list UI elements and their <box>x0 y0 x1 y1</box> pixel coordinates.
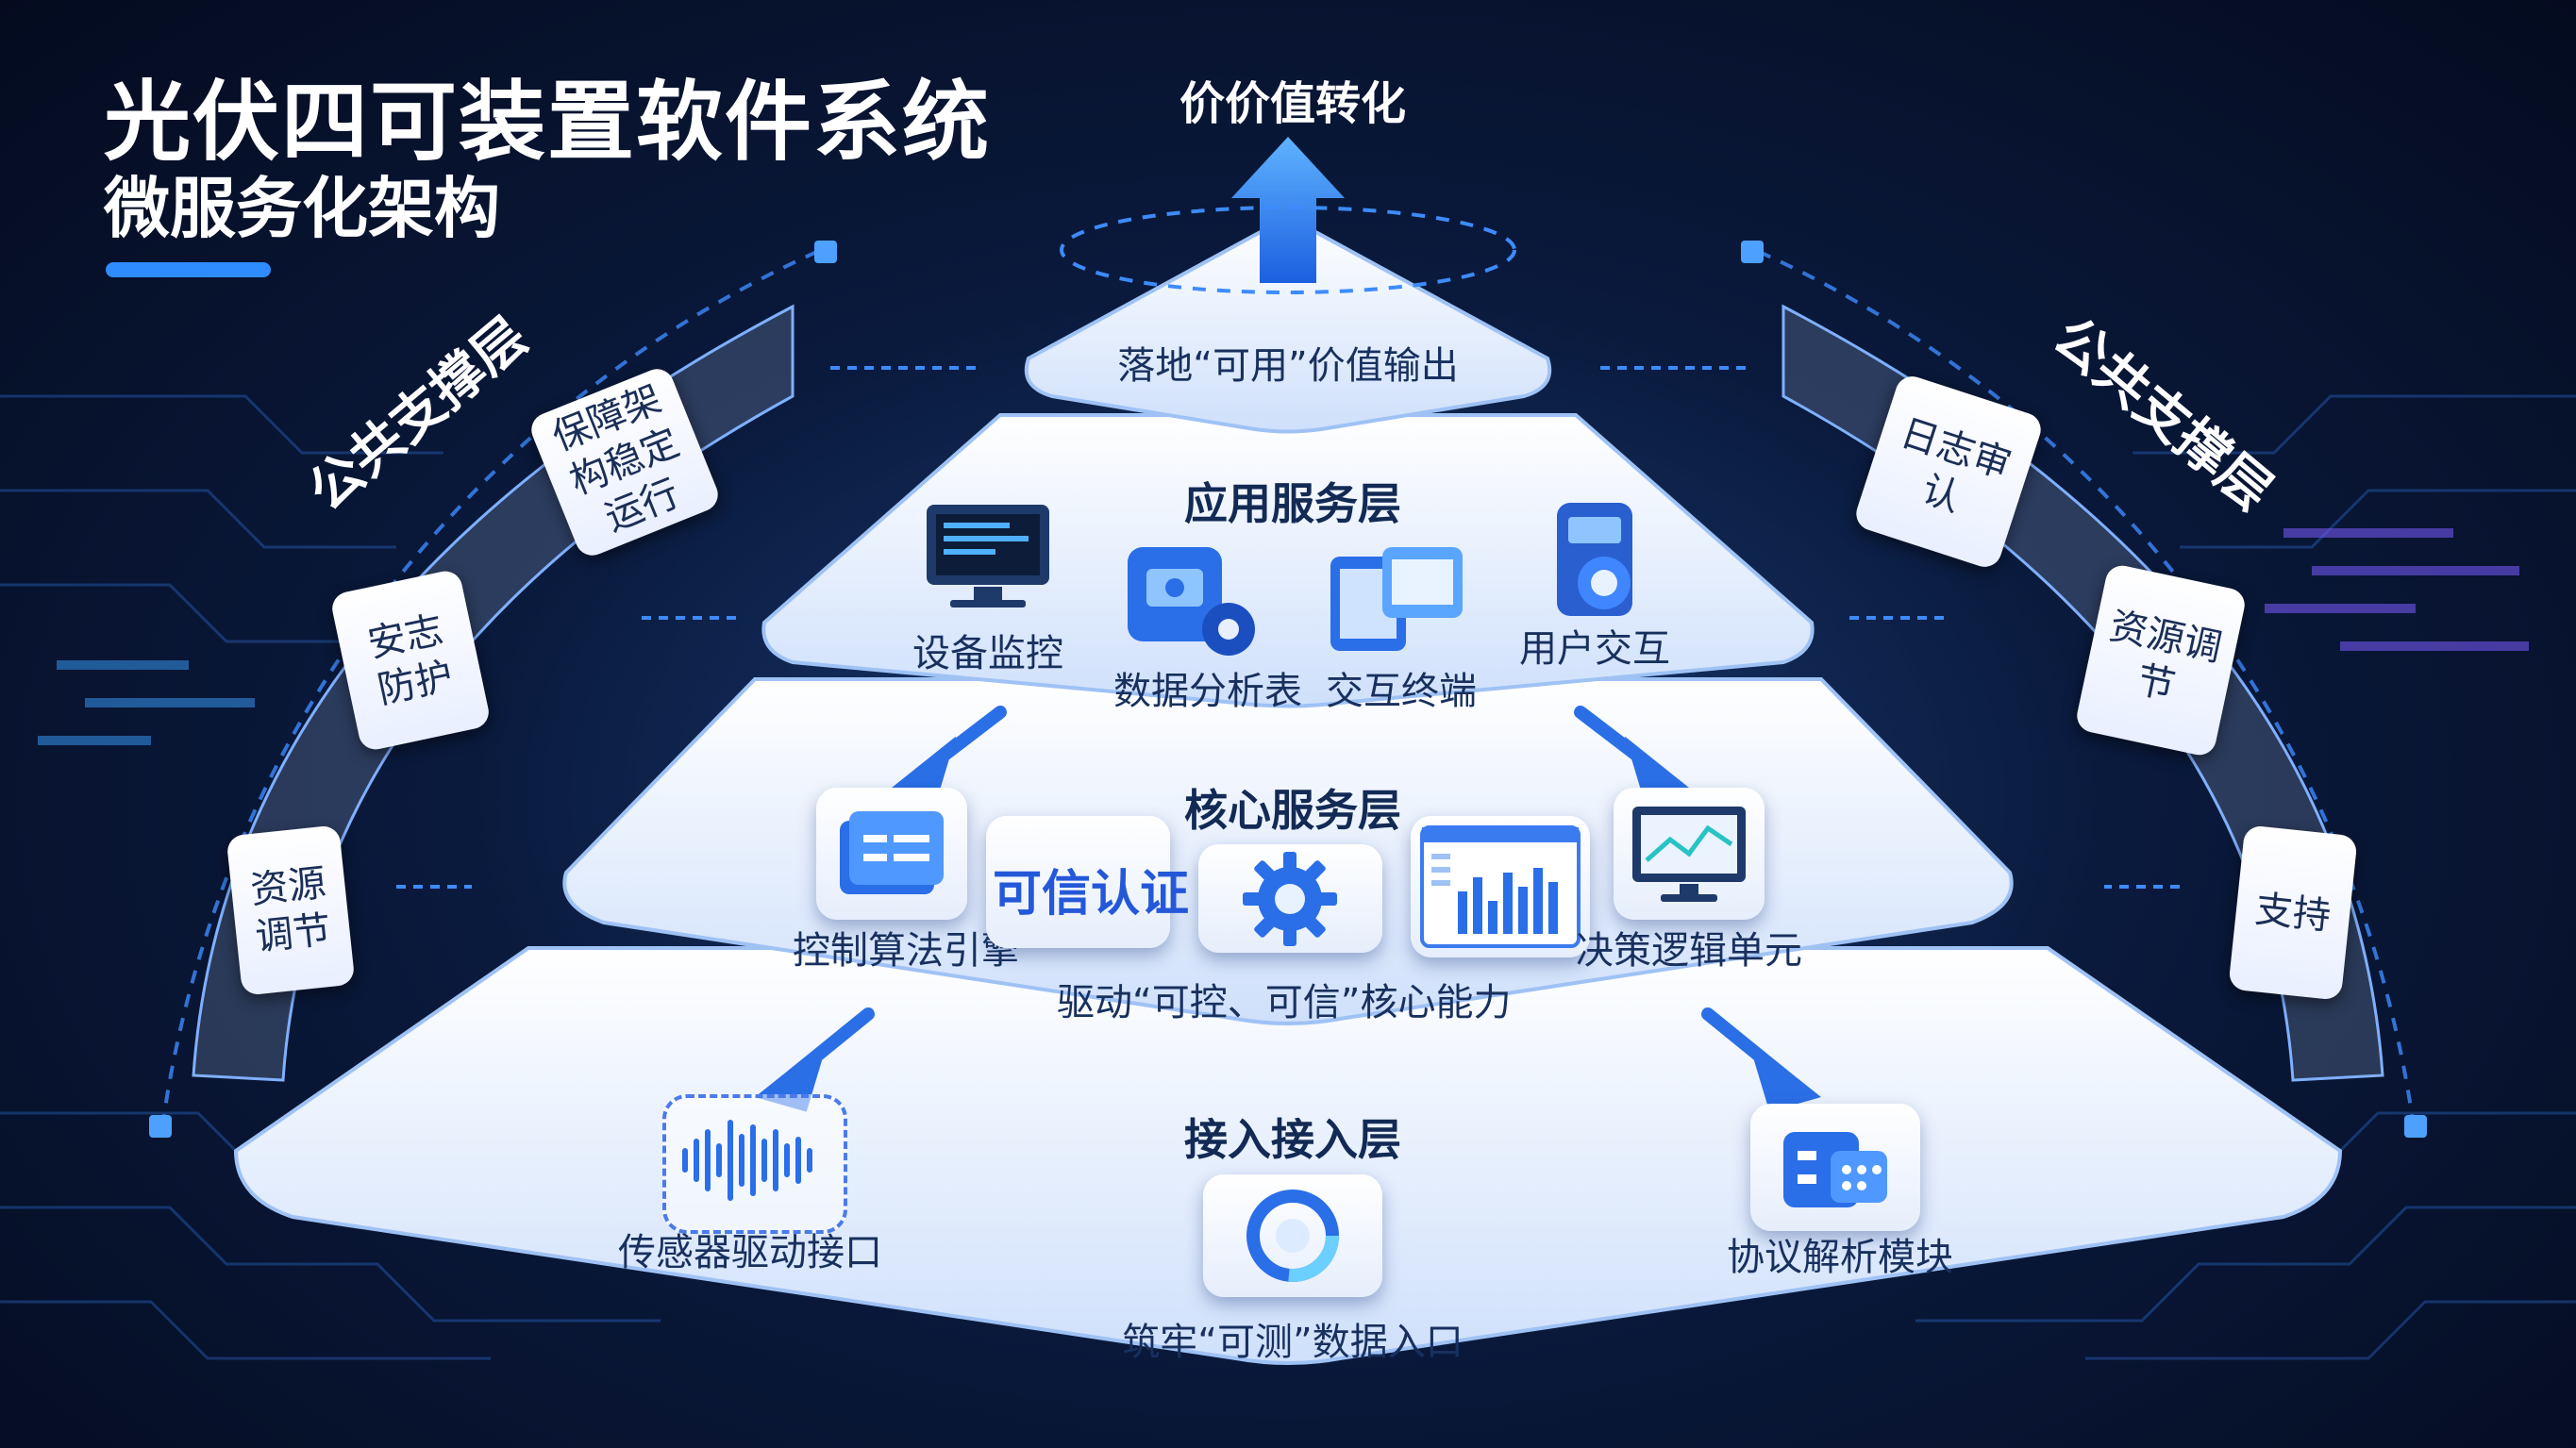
up-arrow <box>1231 137 1345 283</box>
right-support-label: 资源调节 <box>2105 604 2226 709</box>
page-title: 光伏四可装置软件系统 <box>104 72 992 173</box>
core-layer-title: 核心服务层 <box>1184 785 1401 836</box>
user-interaction-icon <box>1557 503 1632 616</box>
right-support-label: 日志审认 <box>1895 410 2016 521</box>
access-item-label: 协议解析模块 <box>1727 1236 1953 1279</box>
left-support-label: 安志防护 <box>363 607 458 713</box>
core-item-label: 控制算法引擎 <box>793 929 1019 973</box>
core-item-label: 决策逻辑单元 <box>1576 929 1802 973</box>
layer-apex <box>1024 214 1552 434</box>
title-underline <box>106 262 271 277</box>
left-support-card: 资源调节 <box>226 824 356 996</box>
access-caption: 筑牢“可测”数据入口 <box>1122 1321 1464 1364</box>
data-analysis-icon <box>1128 547 1255 656</box>
access-item-label: 传感器驱动接口 <box>618 1231 882 1274</box>
monitor-icon <box>927 505 1049 607</box>
protocol-icon <box>1783 1132 1887 1207</box>
app-item-label: 交互终端 <box>1326 670 1477 713</box>
chart-monitor-icon <box>1632 807 1746 902</box>
access-layer-title: 接入接入层 <box>1184 1114 1401 1165</box>
left-support-label: 资源调节 <box>248 861 333 959</box>
apex-text: 落地“可用”价值输出 <box>1117 344 1459 388</box>
terminal-icon <box>1330 547 1463 651</box>
engine-icon <box>840 811 944 894</box>
layer-access <box>233 946 2343 1365</box>
trust-text: 可信认证 <box>993 866 1190 923</box>
layer-application <box>761 413 1815 708</box>
app-item-label: 数据分析表 <box>1113 670 1302 713</box>
right-support-card: 支持 <box>2228 824 2358 1001</box>
app-item-label: 用户交互 <box>1519 627 1670 671</box>
gear-icon <box>1243 852 1337 946</box>
value-conversion-label: 价价值转化 <box>1179 77 1406 130</box>
page-subtitle: 微服务化架构 <box>104 170 500 247</box>
right-support-label: 支持 <box>2252 887 2333 939</box>
application-layer-title: 应用服务层 <box>1184 478 1401 529</box>
dashboard-icon <box>1420 825 1581 948</box>
trust-tile <box>986 816 1170 948</box>
ring-icon <box>1246 1190 1339 1282</box>
core-caption: 驱动“可控、可信”核心能力 <box>1057 981 1512 1024</box>
waveform-icon <box>682 1120 812 1201</box>
app-item-label: 设备监控 <box>912 632 1063 675</box>
